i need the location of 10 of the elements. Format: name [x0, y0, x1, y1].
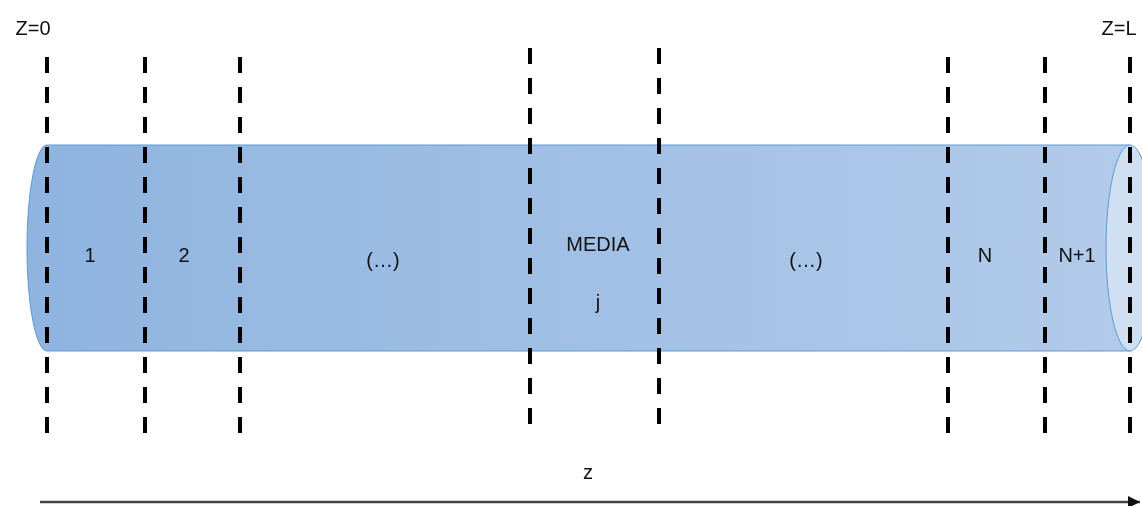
axis-label: z	[583, 460, 593, 484]
segment-label: 2	[178, 243, 190, 267]
segment-label: 1	[84, 243, 96, 267]
position-label: Z=0	[15, 16, 51, 40]
position-label: Z=L	[1101, 16, 1137, 40]
segment-label: MEDIA j	[565, 232, 631, 315]
segment-label: (…)	[366, 248, 400, 272]
segment-label: N	[977, 243, 993, 267]
segment-label: N+1	[1058, 243, 1096, 267]
segment-label: (…)	[789, 248, 823, 272]
